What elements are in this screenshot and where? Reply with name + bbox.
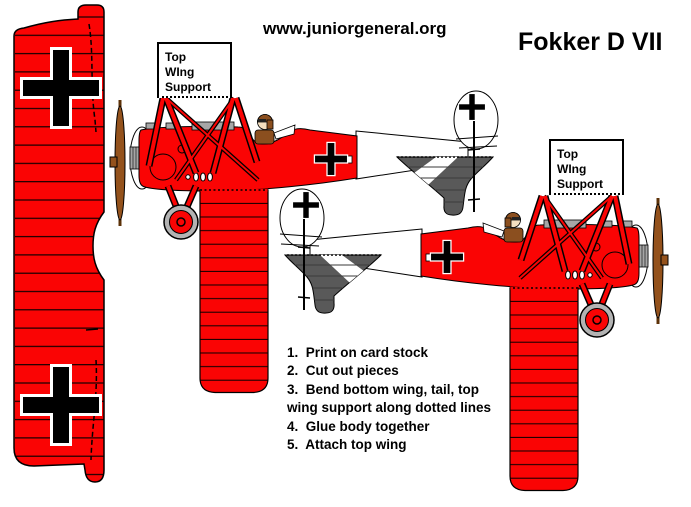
- top-wing-support-label-2: Top WIng Support: [549, 139, 624, 195]
- bottom-wing: [199, 188, 269, 394]
- landing-gear: [163, 184, 200, 240]
- pilot-scarf: [273, 124, 296, 140]
- assembly-instructions: 1. Print on card stock 2. Cut out pieces…: [287, 345, 491, 453]
- pilot: [254, 114, 296, 145]
- pilot-goggles: [258, 119, 266, 122]
- wing-struts: [145, 96, 261, 182]
- rudder: [453, 90, 499, 150]
- top-wing-piece: [13, 4, 105, 483]
- page-title: Fokker D VII: [518, 28, 663, 56]
- plane-1: [109, 90, 499, 394]
- fold-tick: [85, 328, 99, 331]
- aileron-fold-line-top: [88, 23, 97, 133]
- pilot-torso: [254, 129, 275, 145]
- radiator-grille: [129, 146, 140, 170]
- wing-rib-lines: [14, 5, 104, 482]
- stabilizer: [395, 121, 495, 216]
- wheel-hub: [176, 217, 186, 227]
- site-title: www.juniorgeneral.org: [263, 19, 447, 38]
- propeller: [109, 100, 126, 226]
- top-wing-support-label-1: Top WIng Support: [157, 42, 232, 98]
- exhaust-ports: [185, 172, 213, 182]
